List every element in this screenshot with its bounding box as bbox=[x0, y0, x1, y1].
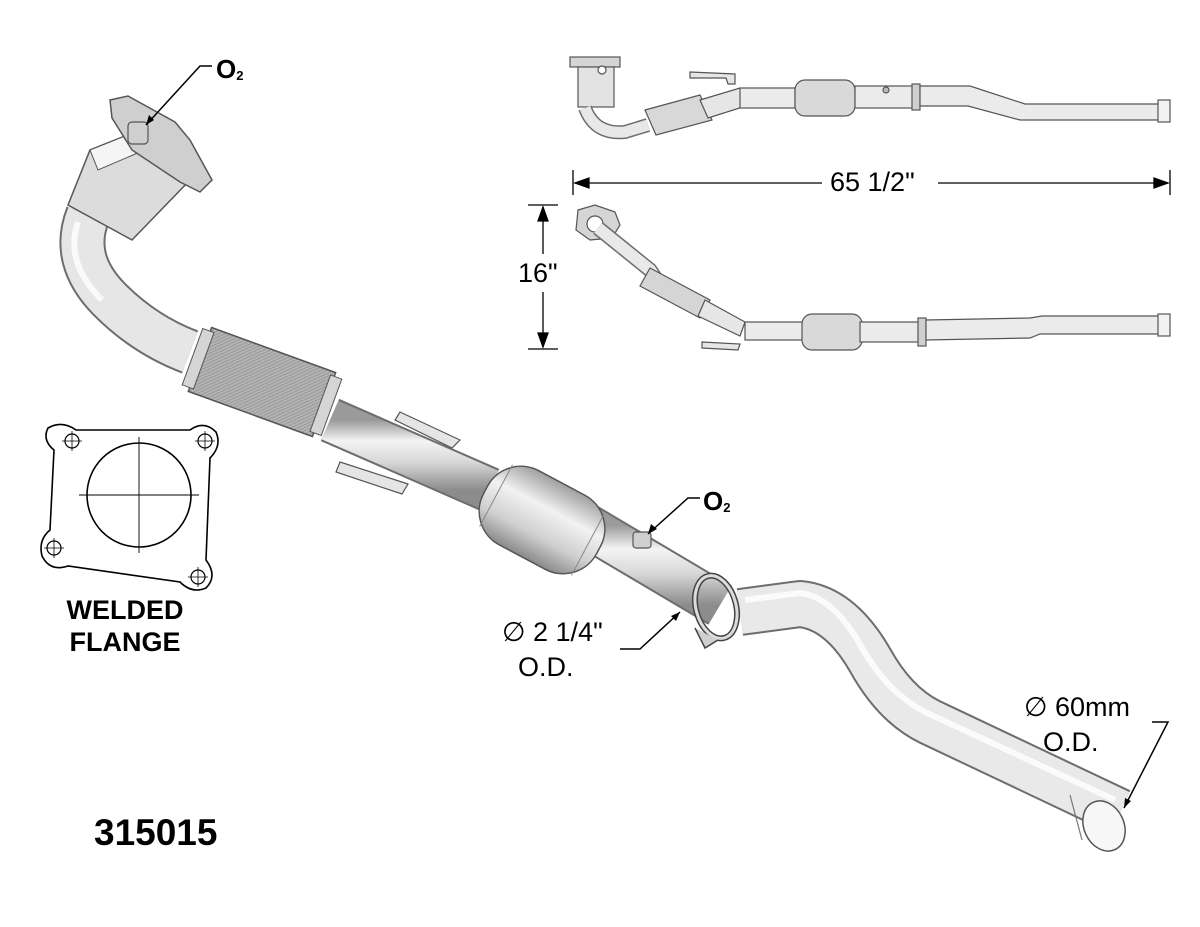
upper-flange bbox=[109, 95, 213, 193]
bolt-hole bbox=[188, 567, 208, 587]
pipe-od-leader bbox=[620, 611, 681, 650]
side-view-assembly bbox=[575, 204, 1171, 351]
o2-sensor-label-top: O2 bbox=[216, 54, 243, 85]
dimension-height-label: 16" bbox=[518, 258, 558, 288]
bolt-hole bbox=[62, 431, 82, 451]
bolt-hole bbox=[44, 538, 64, 558]
pipe-od-label: ∅ 2 1/4" bbox=[502, 617, 603, 647]
outlet-od-sublabel: O.D. bbox=[1043, 727, 1099, 757]
o2-main: O bbox=[703, 486, 724, 516]
catalytic-converter-main bbox=[478, 464, 606, 576]
part-number: 315015 bbox=[94, 812, 218, 853]
pipe-od-sublabel: O.D. bbox=[518, 652, 574, 682]
o2-leader-mid bbox=[647, 497, 700, 535]
hanger-upper bbox=[394, 411, 462, 449]
outlet-od-leader bbox=[1123, 721, 1170, 809]
flex-pipe bbox=[181, 326, 343, 438]
o2-sensor-label-mid: O2 bbox=[703, 486, 730, 517]
welded-flange-line-1: WELDED bbox=[66, 595, 184, 625]
o2-sensor-bung-mid bbox=[632, 531, 652, 549]
dimension-length-label: 65 1/2" bbox=[830, 167, 915, 197]
main-exhaust-assembly bbox=[59, 95, 1131, 852]
outlet-od-label: ∅ 60mm bbox=[1024, 692, 1131, 722]
dimension-length-line bbox=[572, 170, 1171, 195]
welded-flange-detail bbox=[40, 423, 219, 591]
o2-sub: 2 bbox=[723, 500, 731, 515]
o2-sub: 2 bbox=[236, 68, 244, 83]
o2-main: O bbox=[216, 54, 237, 84]
dimension-height-line bbox=[528, 204, 558, 350]
outlet-end bbox=[1082, 800, 1126, 852]
welded-flange-label: WELDED FLANGE bbox=[50, 594, 200, 658]
welded-flange-line-2: FLANGE bbox=[69, 627, 181, 657]
o2-leader-top bbox=[145, 65, 212, 126]
band-clamp bbox=[691, 572, 741, 650]
o2-sensor-bung-top bbox=[127, 121, 149, 145]
top-view-assembly bbox=[569, 56, 1171, 140]
hanger-lower bbox=[335, 461, 409, 495]
bolt-hole bbox=[195, 431, 215, 451]
